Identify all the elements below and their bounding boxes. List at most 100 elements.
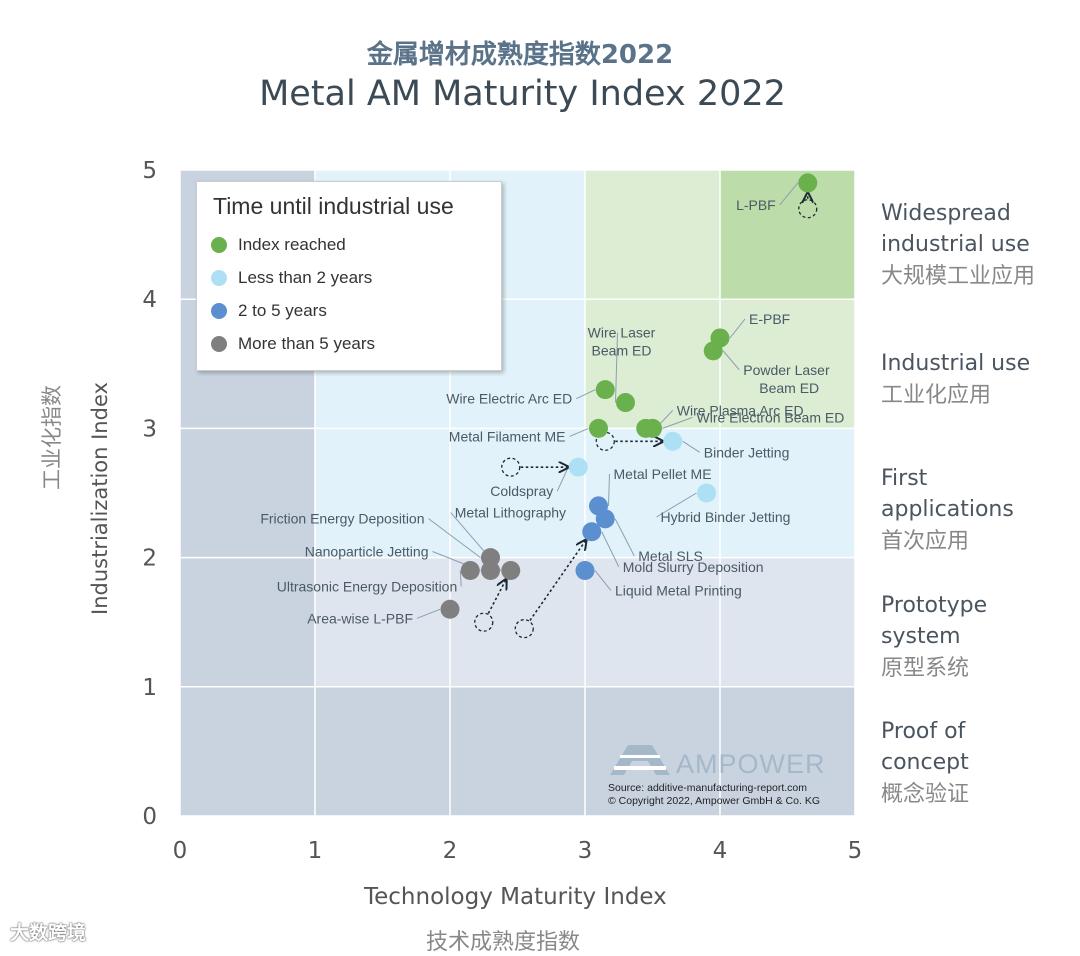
label-leader-line	[576, 389, 596, 400]
label-leader-line	[615, 332, 618, 403]
data-point	[440, 599, 460, 619]
data-point	[636, 418, 656, 438]
maturity-zone-cell	[720, 686, 855, 816]
maturity-zone-cell	[585, 557, 720, 687]
legend: Time until industrial use Index reached …	[196, 181, 502, 371]
legend-swatch	[211, 336, 227, 352]
band-label-chinese: 大规模工业应用	[881, 264, 1036, 289]
maturity-zone-cell	[720, 299, 855, 429]
data-label: Metal Lithography	[455, 505, 566, 521]
band-label: applications	[881, 497, 1014, 522]
maturity-zone-cell	[720, 428, 855, 558]
data-point	[703, 341, 723, 361]
label-leader-line	[608, 473, 610, 506]
data-label: Metal SLS	[638, 548, 703, 564]
legend-item-index-reached: Index reached	[211, 235, 346, 255]
label-leader-line	[656, 492, 697, 518]
y-tick-label: 4	[142, 287, 157, 313]
label-leader-line	[722, 350, 740, 371]
maturity-zone-cell	[585, 299, 720, 429]
x-axis-label-chinese: 技术成熟度指数	[426, 930, 581, 955]
legend-swatch	[211, 303, 227, 319]
data-point	[481, 561, 500, 581]
band-label-chinese: 概念验证	[881, 782, 970, 807]
data-label: Hybrid Binder Jetting	[661, 509, 791, 525]
maturity-zone-cell	[585, 170, 720, 300]
movement-arrow	[529, 541, 585, 621]
maturity-zone-cell	[720, 170, 855, 300]
x-axis-label: Technology Maturity Index	[364, 884, 667, 910]
maturity-zone-cell	[315, 686, 450, 816]
copyright-line: © Copyright 2022, Ampower GmbH & Co. KG	[608, 795, 820, 807]
band-label: Prototype	[881, 593, 988, 618]
ampower-logo-icon	[610, 745, 670, 775]
chart-title-chinese: 金属增材成熟度指数2022	[366, 40, 674, 70]
previous-position-marker	[798, 199, 818, 219]
data-label: Binder Jetting	[704, 444, 790, 460]
data-label: Friction Energy Deposition	[260, 511, 424, 527]
band-label: Proof of	[881, 719, 966, 744]
previous-position-marker	[595, 431, 615, 451]
data-label: Nanoparticle Jetting	[305, 544, 429, 560]
data-point	[582, 522, 602, 542]
y-axis-label: Industrialization Index	[88, 382, 112, 615]
band-prototype-system: Prototype system 原型系统	[881, 590, 987, 686]
label-leader-line	[601, 531, 620, 567]
y-axis-label-chinese: 工业化指数	[40, 385, 64, 490]
band-industrial-use: Industrial use 工业化应用	[881, 348, 1030, 413]
x-tick-label: 3	[578, 838, 593, 864]
data-label: Ultrasonic Energy Deposition	[277, 579, 458, 595]
band-widespread-industrial-use: Widespread industrial use 大规模工业应用	[881, 198, 1035, 294]
y-tick-label: 1	[142, 675, 157, 701]
legend-label: Index reached	[238, 235, 346, 254]
label-leader-line	[594, 570, 612, 591]
label-leader-line	[428, 518, 481, 558]
ampower-logo-text: AMPOWER	[676, 749, 826, 779]
maturity-zone-cell	[315, 557, 450, 687]
maturity-zone-cell	[180, 686, 315, 816]
band-label: concept	[881, 750, 969, 775]
label-leader-line	[729, 318, 746, 339]
label-leader-line	[662, 416, 693, 429]
data-label: E-PBF	[749, 311, 790, 327]
x-tick-label: 1	[308, 838, 323, 864]
y-tick-label: 0	[142, 804, 157, 830]
legend-label: 2 to 5 years	[238, 301, 327, 320]
source-note: Source: additive-manufacturing-report.co…	[608, 782, 820, 808]
band-label: Industrial use	[881, 351, 1031, 376]
maturity-zone-cell	[180, 557, 315, 687]
data-point	[501, 561, 521, 581]
data-point	[798, 173, 818, 193]
band-label: system	[881, 624, 961, 649]
band-label: industrial use	[881, 232, 1030, 257]
data-label: Coldspray	[490, 483, 553, 499]
label-leader-line	[779, 182, 799, 206]
previous-position-marker	[514, 619, 534, 639]
band-label: First	[881, 466, 928, 491]
label-leader-line	[459, 570, 462, 587]
band-label-chinese: 首次应用	[881, 529, 970, 554]
data-point	[589, 418, 608, 438]
maturity-zone-cell	[315, 428, 450, 558]
data-point	[595, 380, 615, 400]
chart-title: Metal AM Maturity Index 2022	[259, 74, 786, 114]
label-leader-line	[682, 440, 701, 453]
x-tick-label: 0	[173, 838, 188, 864]
label-leader-line	[614, 518, 635, 557]
band-label-chinese: 工业化应用	[881, 383, 992, 408]
watermark: 大数跨境	[10, 922, 87, 944]
movement-arrow	[487, 580, 505, 614]
maturity-zone-cell	[180, 428, 315, 558]
data-label: L-PBF	[736, 197, 776, 213]
previous-position-marker	[501, 457, 521, 477]
data-label: Wire Plasma Arc ED	[677, 402, 804, 418]
x-tick-label: 4	[713, 838, 728, 864]
data-label: Metal Filament ME	[449, 428, 566, 444]
legend-item-more-than-5-years: More than 5 years	[211, 334, 375, 354]
maturity-zone-cell	[450, 686, 585, 816]
data-point	[663, 431, 683, 451]
legend-swatch	[211, 270, 227, 286]
